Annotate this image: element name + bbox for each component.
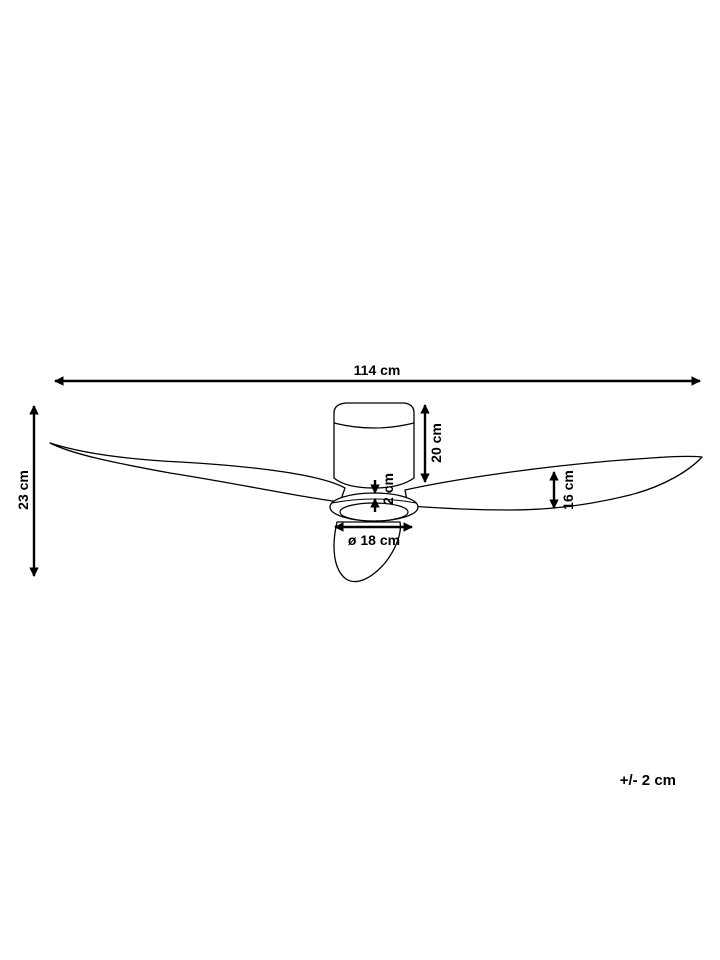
blade-height-dimension-label: 16 cm xyxy=(560,470,576,510)
height-dimension-label: 23 cm xyxy=(15,470,31,510)
fan-blade-front xyxy=(333,521,402,583)
fan-blade-left xyxy=(49,442,346,503)
motor-housing-band xyxy=(333,422,415,429)
tolerance-note: +/- 2 cm xyxy=(620,772,676,789)
motor-housing xyxy=(333,402,415,489)
light-diameter-dimension-label: ø 18 cm xyxy=(348,532,400,548)
motor-height-dimension-label: 20 cm xyxy=(428,423,444,463)
width-dimension-label: 114 cm xyxy=(354,362,401,378)
light-thickness-dimension-label: 2 cm xyxy=(380,473,396,505)
